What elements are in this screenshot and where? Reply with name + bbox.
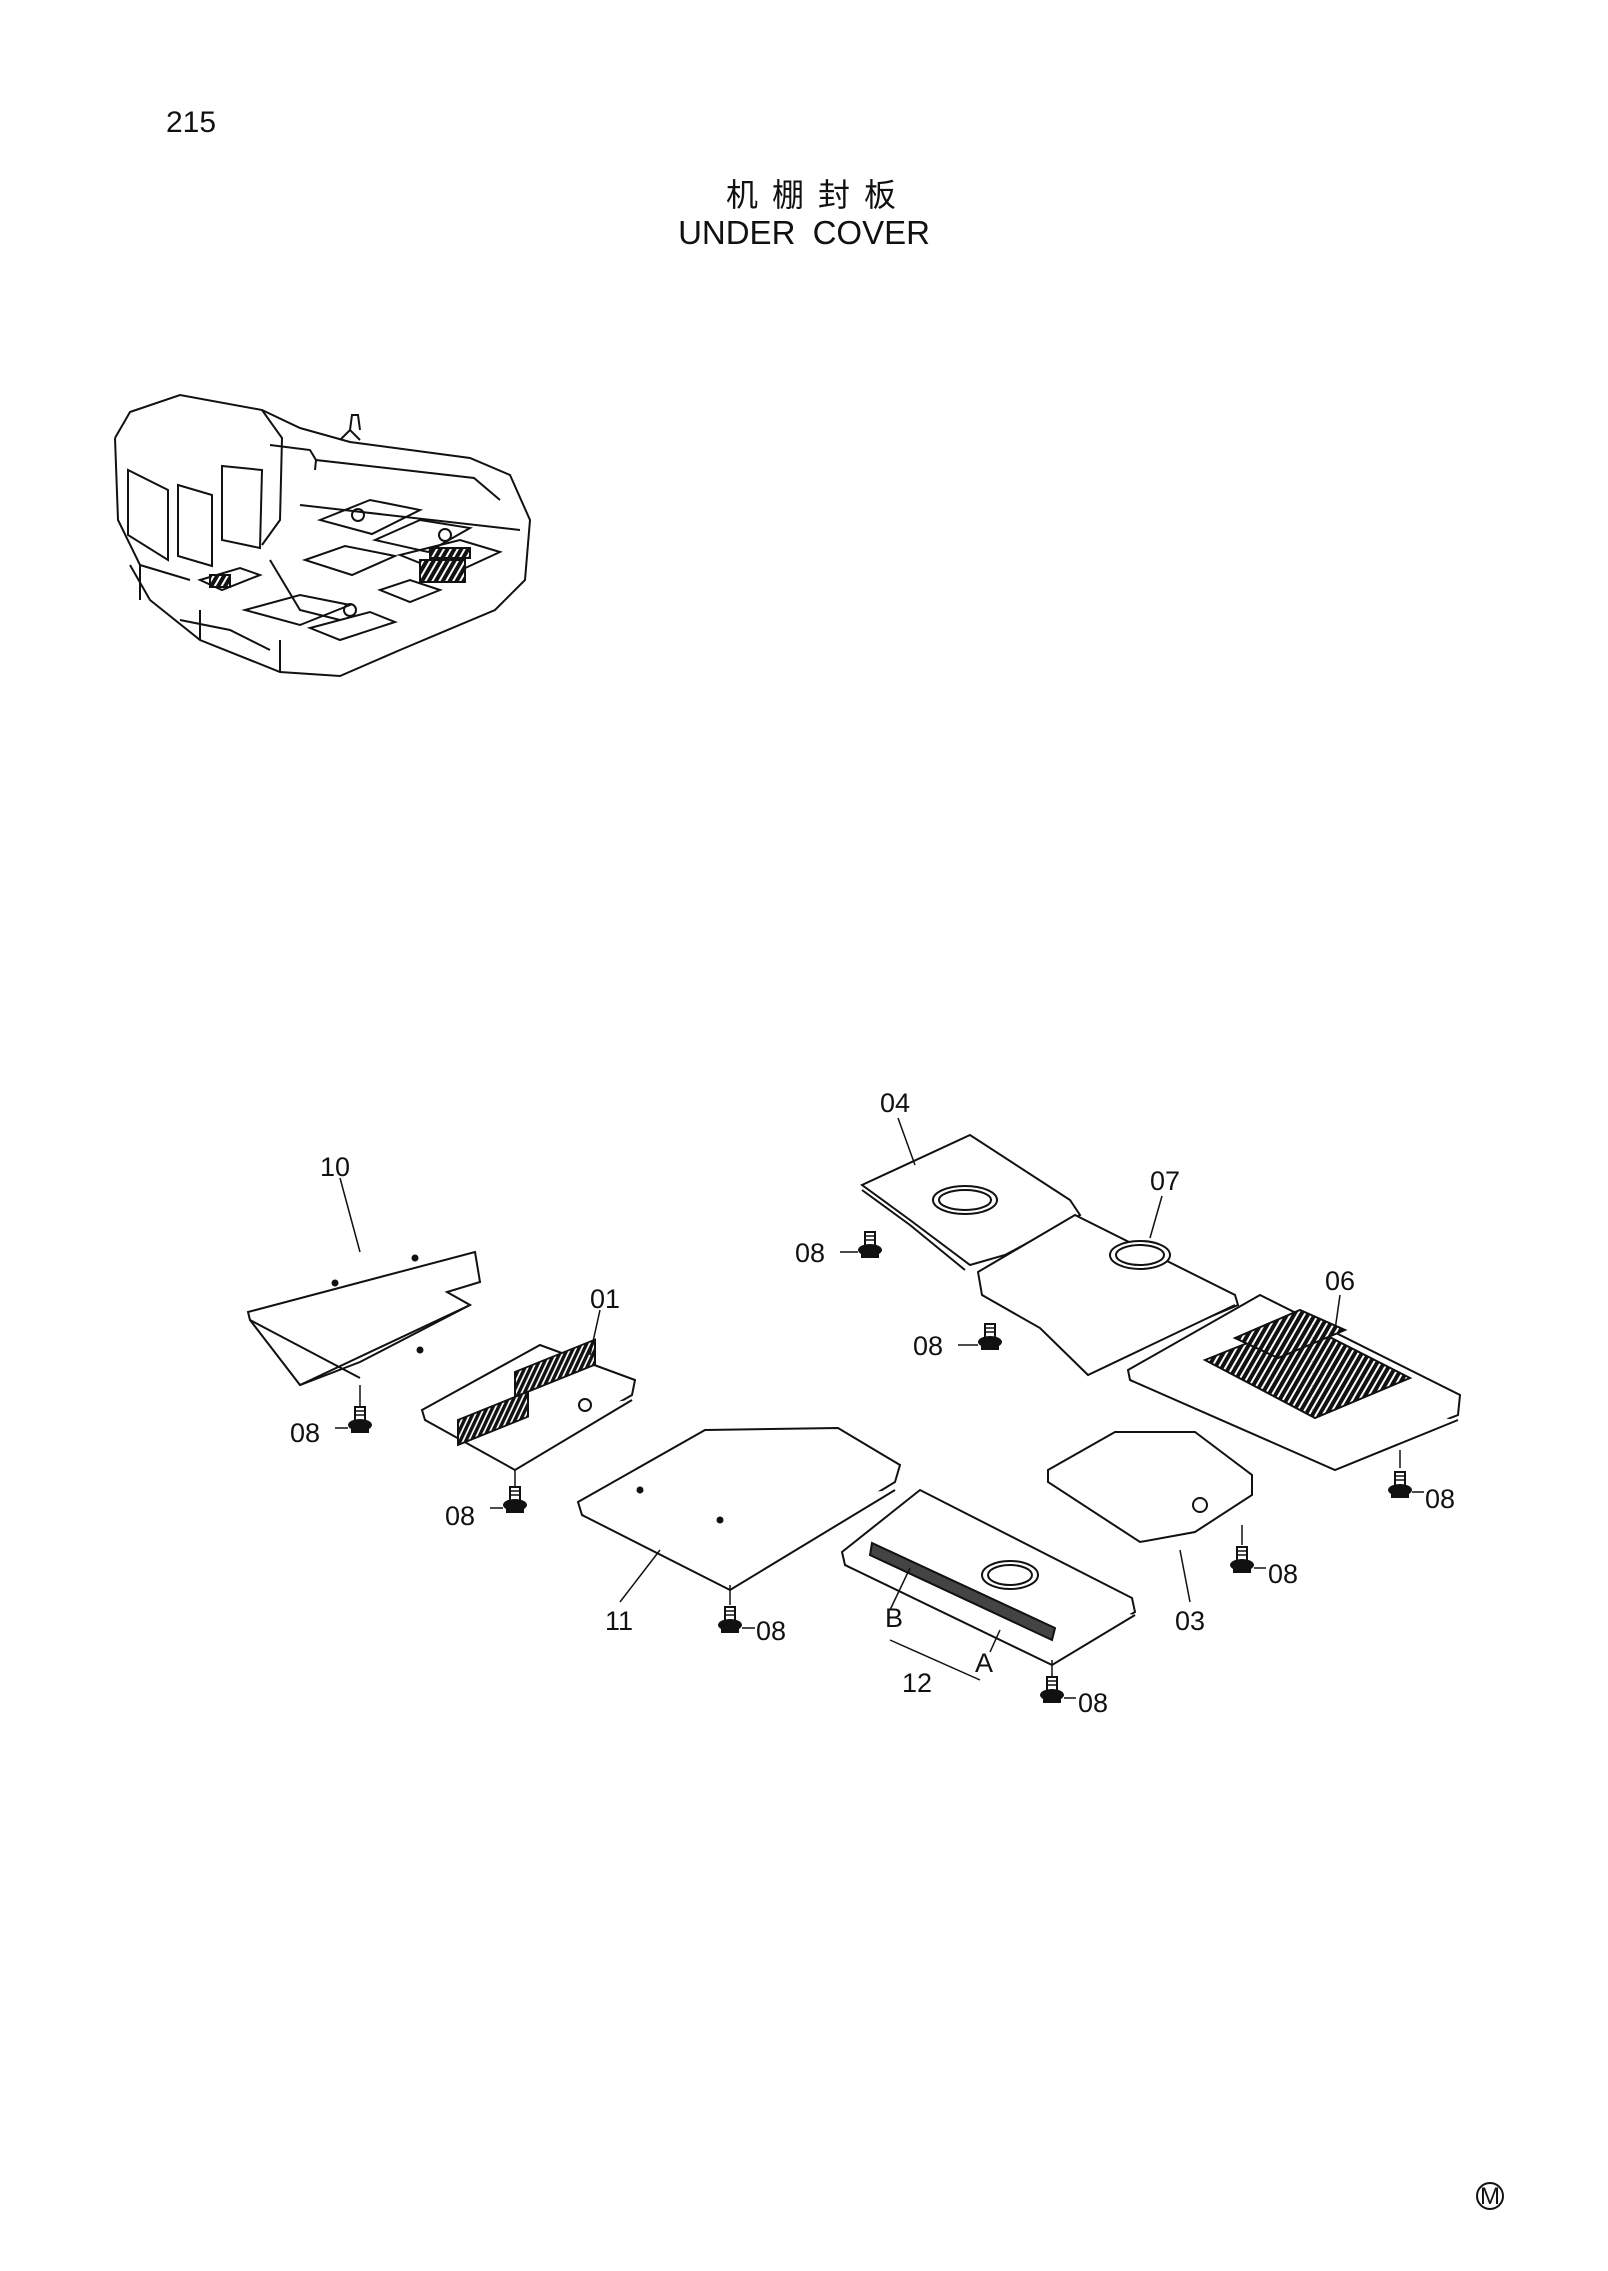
leader-07 [1149,1195,1163,1239]
page-title-chinese: 机棚封板 [725,176,910,214]
page-title-english: UNDER COVER [678,214,930,251]
leader-04 [897,1117,916,1166]
part-10-cover-plate [246,1250,482,1387]
bolt-icon [977,1323,1003,1351]
leader-12-b [889,1567,911,1611]
part-03-cover-plate [1047,1431,1253,1544]
bolt-icon [347,1406,373,1434]
footer-mark-letter: M [1480,2183,1500,2210]
leader-12-a [989,1629,1001,1653]
bolt-icon [717,1606,743,1634]
callout-08: 08 [756,1616,786,1646]
callout-08: 08 [1425,1484,1455,1514]
leader-11 [619,1549,661,1603]
leader-01 [589,1309,601,1356]
leader-10 [339,1177,361,1253]
callout-03: 03 [1175,1606,1205,1636]
callout-04: 04 [880,1088,910,1118]
callout-08: 08 [1268,1559,1298,1589]
callout-label-a: A [975,1648,993,1678]
part-06-vent-plate [1126,1293,1462,1472]
callout-07: 07 [1150,1166,1180,1196]
footer-mark: M [1476,2182,1504,2210]
bolt-icon [1039,1676,1065,1704]
leader-06 [1334,1294,1341,1331]
callout-label-b: B [885,1603,903,1633]
callout-08: 08 [1078,1688,1108,1718]
bolt-icon [1229,1546,1255,1574]
callout-08: 08 [913,1331,943,1361]
bolt-leaders [335,1251,1424,1699]
callout-06: 06 [1325,1266,1355,1296]
callout-12: 12 [902,1668,932,1698]
callout-01: 01 [590,1284,620,1314]
part-04-cover-plate [860,1133,1082,1271]
part-01-vent-plate [420,1338,637,1472]
bolt-icon [857,1231,883,1259]
part-11-cover-plate [576,1426,902,1592]
leader-12 [889,1639,981,1681]
callout-08: 08 [445,1501,475,1531]
part-07-cover-plate [976,1213,1240,1377]
leader-03 [1179,1549,1191,1603]
bolt-icon [502,1486,528,1514]
machine-overview-sketch [114,393,532,678]
bolt-icon [1387,1471,1413,1499]
callout-08: 08 [795,1238,825,1268]
callout-10: 10 [320,1152,350,1182]
callout-11: 11 [605,1606,633,1636]
page-number: 215 [166,106,217,139]
part-12-cover-plate [840,1488,1137,1667]
callout-08: 08 [290,1418,320,1448]
